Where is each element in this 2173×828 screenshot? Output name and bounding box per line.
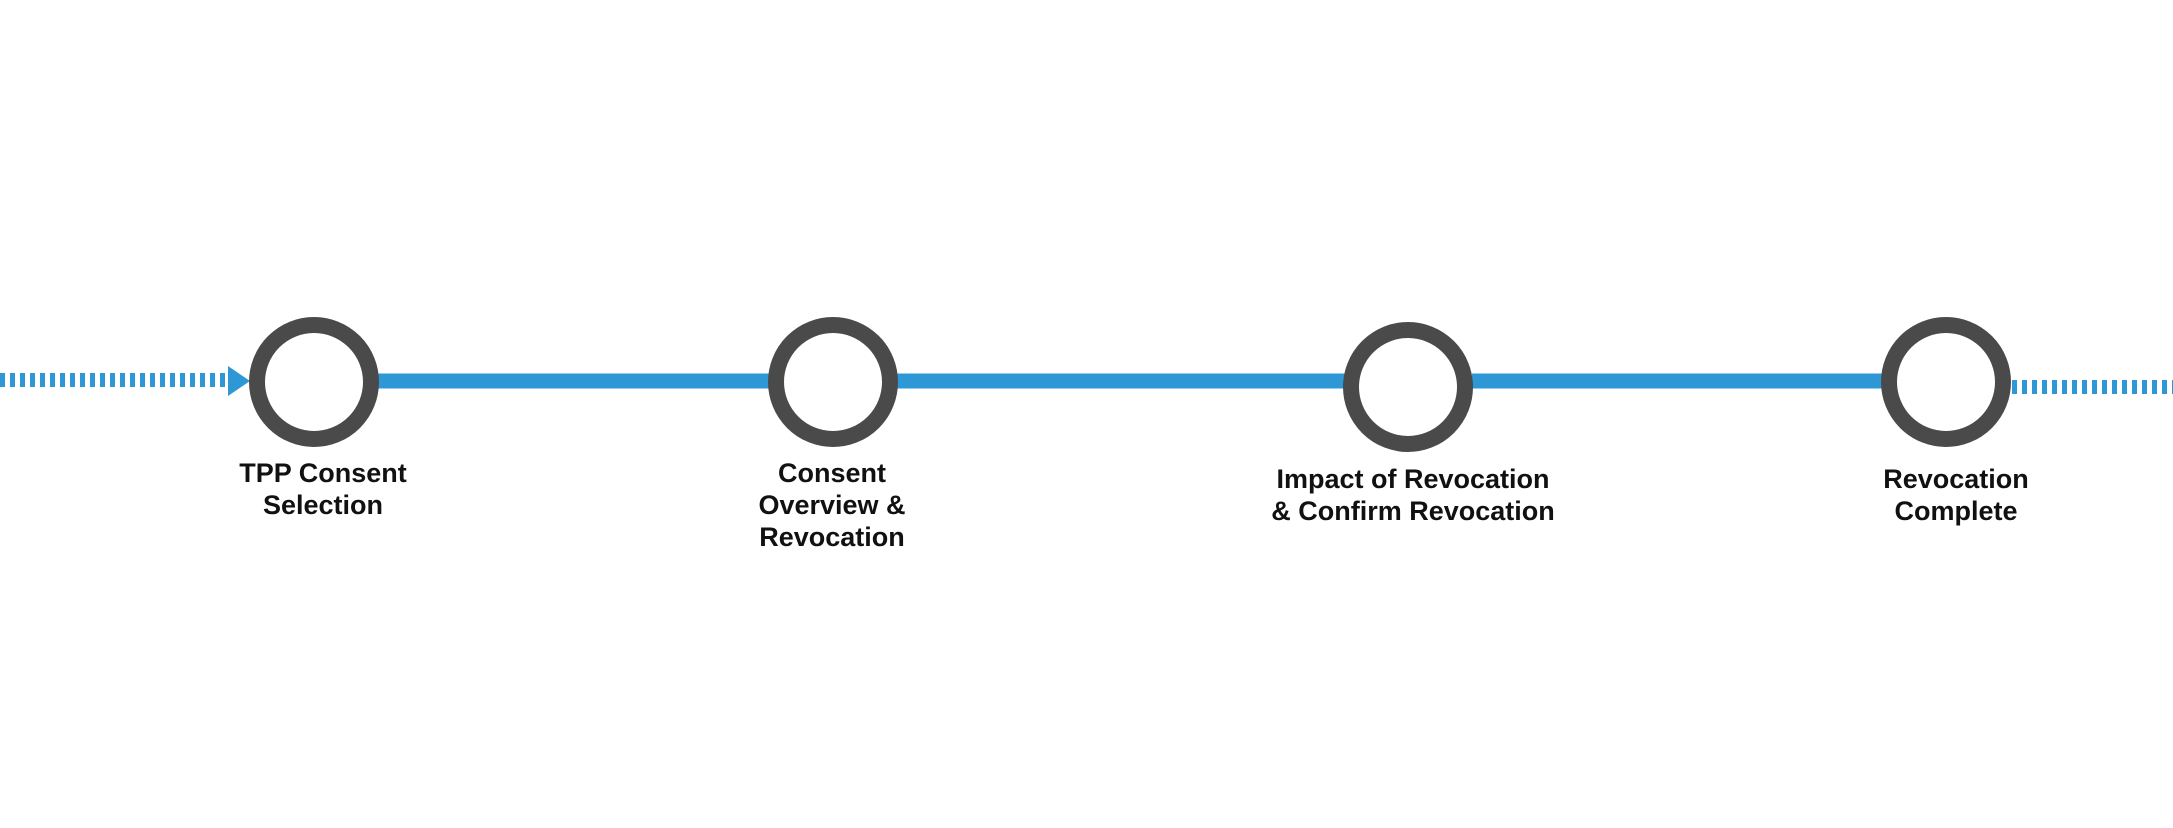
incoming-arrowhead-icon: [228, 366, 250, 396]
step-label-4-line-1: Revocation: [1883, 464, 2029, 494]
step-label-4: Revocation Complete: [1883, 463, 2029, 527]
step-label-4-line-2: Complete: [1894, 496, 2018, 526]
step-label-2: Consent Overview & Revocation: [758, 457, 905, 553]
step-label-2-line-1: Consent: [777, 458, 886, 488]
step-label-1-line-2: Selection: [262, 490, 384, 520]
step-label-1: TPP Consent Selection: [239, 457, 407, 521]
step-label-3-line-1: Impact of Revocation: [1276, 464, 1550, 494]
step-label-2-line-2: Overview &: [758, 490, 906, 520]
step-label-3: Impact of Revocation & Confirm Revocatio…: [1271, 463, 1555, 527]
step-node-2: [768, 317, 898, 447]
step-label-2-line-3: Revocation: [759, 522, 905, 552]
step-node-4: [1881, 317, 2011, 447]
step-node-3: [1343, 322, 1473, 452]
step-node-1: [249, 317, 379, 447]
step-label-3-line-2: & Confirm Revocation: [1271, 496, 1555, 526]
step-label-1-line-1: TPP Consent: [239, 458, 407, 488]
